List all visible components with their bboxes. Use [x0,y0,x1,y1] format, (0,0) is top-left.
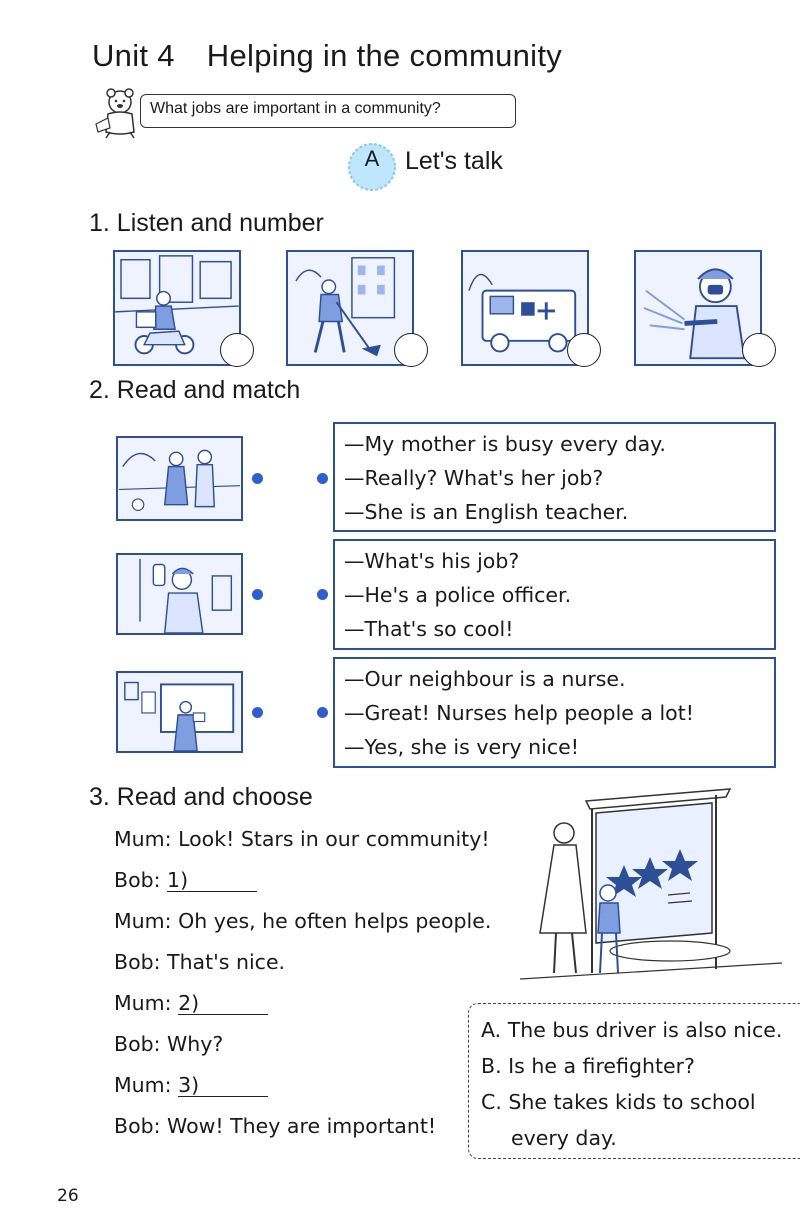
match-dot-left-2[interactable] [252,589,263,600]
match-dot-right-2[interactable] [317,589,328,600]
answer-blank-1[interactable]: 1) [167,869,258,892]
dialogue-line-1: Mum: Look! Stars in our community! [114,827,490,851]
picture-classroom-scene [116,671,243,753]
dialogue-line-5: Mum: 2) [114,991,269,1015]
dialogue-line-7: Mum: 3) [114,1073,269,1097]
picture-nurse-scene [116,553,243,635]
number-circle-1[interactable] [220,333,254,367]
match-dot-left-1[interactable] [252,473,263,484]
dialogue-line-2: Bob: 1) [114,868,258,892]
section-2-title: 2. Read and match [89,376,301,404]
bear-mascot-icon [95,88,135,139]
option-b: B. Is he a firefighter? [481,1054,695,1078]
dialogue-line-6: Bob: Why? [114,1032,224,1056]
unit-name: Helping in the community [206,38,563,73]
dialogue-line-4: Bob: That's nice. [114,950,286,974]
option-c-continued: every day. [511,1126,617,1150]
match-dot-right-3[interactable] [317,707,328,718]
dialogue-box-3: —Our neighbour is a nurse. —Great! Nurse… [333,657,776,768]
answer-blank-2[interactable]: 2) [178,992,269,1015]
dialogue-line: —My mother is busy every day. [344,432,666,456]
section-3-title: 3. Read and choose [89,783,313,811]
match-dot-right-1[interactable] [317,473,328,484]
answer-blank-3[interactable]: 3) [178,1074,269,1097]
match-dot-left-3[interactable] [252,707,263,718]
part-title: Let's talk [405,147,503,175]
dialogue-line: —Really? What's her job? [344,466,604,490]
picture-delivery-rider [113,250,241,366]
number-circle-4[interactable] [742,333,776,367]
picture-street-cleaner [286,250,414,366]
dialogue-line: —Great! Nurses help people a lot! [344,701,694,725]
dialogue-line: —Yes, she is very nice! [344,735,579,759]
community-star-board-illustration [520,788,783,980]
part-letter: A [364,146,380,171]
option-a: A. The bus driver is also nice. [481,1018,783,1042]
dialogue-box-1: —My mother is busy every day. —Really? W… [333,422,776,532]
picture-ambulance [461,250,589,366]
number-circle-3[interactable] [567,333,601,367]
picture-teacher-scene [116,436,243,521]
options-box: A. The bus driver is also nice. B. Is he… [468,1003,800,1159]
dialogue-line: —That's so cool! [344,617,514,641]
guiding-question: What jobs are important in a community? [140,94,516,128]
picture-firefighter [634,250,762,366]
page-number: 26 [57,1186,79,1206]
section-1-title: 1. Listen and number [89,209,324,237]
dialogue-line-3: Mum: Oh yes, he often helps people. [114,909,492,933]
option-c: C. She takes kids to school [481,1090,756,1114]
dialogue-line: —She is an English teacher. [344,500,629,524]
part-badge-icon [348,143,396,191]
dialogue-box-2: —What's his job? —He's a police officer.… [333,539,776,650]
unit-number: Unit 4 [92,38,175,73]
dialogue-line-8: Bob: Wow! They are important! [114,1114,437,1138]
dialogue-line: —Our neighbour is a nurse. [344,667,626,691]
number-circle-2[interactable] [394,333,428,367]
dialogue-line: —He's a police officer. [344,583,572,607]
dialogue-line: —What's his job? [344,549,520,573]
unit-title: Unit 4 Helping in the community [92,38,562,74]
